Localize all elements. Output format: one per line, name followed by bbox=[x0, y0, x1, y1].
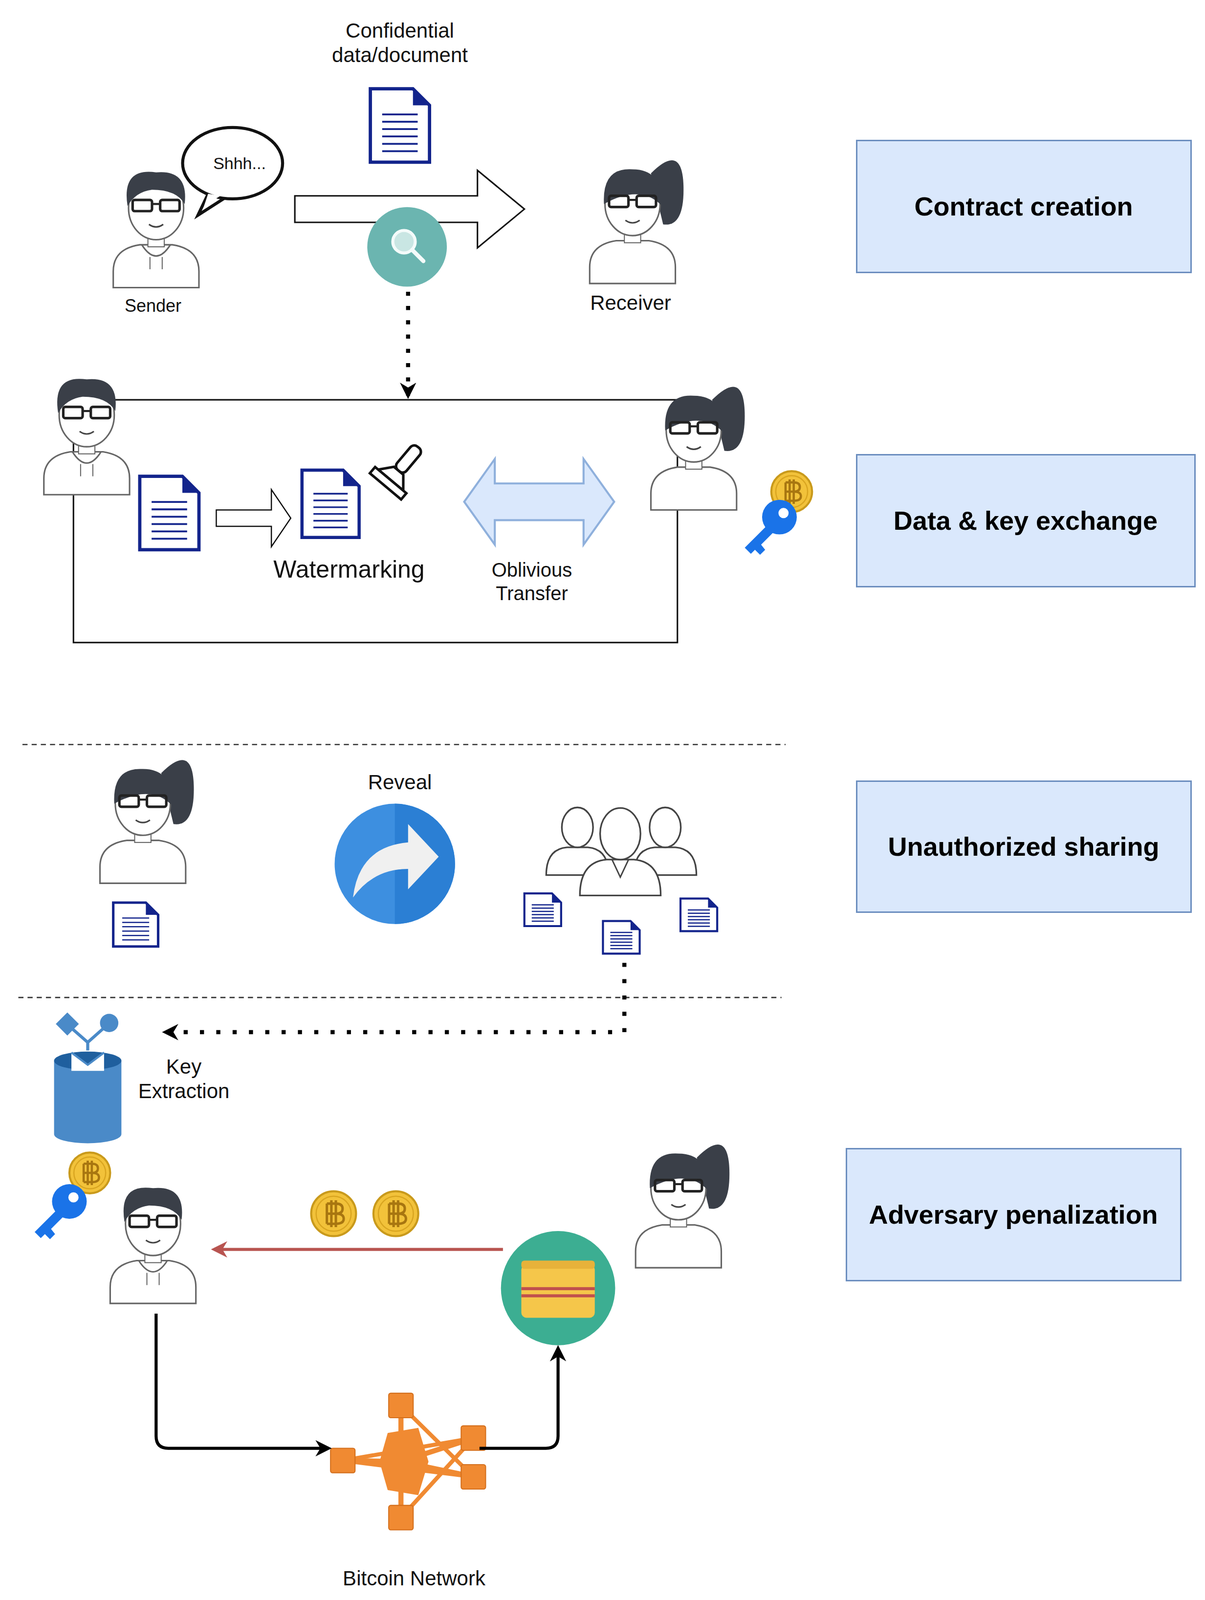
illustration-group bbox=[18, 88, 813, 1531]
sender-figure bbox=[113, 171, 199, 288]
stage-title: Adversary penalization bbox=[868, 1199, 1158, 1230]
key-icon bbox=[34, 1184, 87, 1240]
exchange-frame bbox=[73, 399, 678, 643]
sender-figure bbox=[109, 1187, 196, 1304]
step-label: Oblivious Transfer bbox=[470, 558, 593, 606]
bitcoin-coin bbox=[373, 1191, 419, 1237]
role-name: Receiver bbox=[590, 290, 672, 316]
bitcoin-coin bbox=[311, 1191, 357, 1237]
stage-box: Contract creation bbox=[855, 139, 1192, 274]
dotted-arrow bbox=[165, 963, 625, 1033]
flow-arrow bbox=[155, 1314, 329, 1449]
receiver-figure bbox=[100, 760, 195, 884]
watermark-arrow bbox=[216, 489, 291, 548]
oblivious-transfer-arrow bbox=[464, 459, 615, 545]
wallet-icon bbox=[501, 1231, 616, 1346]
document-icon bbox=[139, 476, 199, 550]
document-icon bbox=[524, 893, 562, 927]
sender-figure bbox=[43, 378, 130, 495]
document-icon bbox=[370, 88, 430, 163]
stage-title: Contract creation bbox=[914, 191, 1133, 222]
reveal-icon bbox=[334, 804, 456, 925]
separator bbox=[22, 744, 786, 745]
document-icon bbox=[680, 898, 718, 932]
document-icon bbox=[302, 470, 360, 538]
inspect-icon bbox=[367, 207, 447, 287]
speech-text: Shhh... bbox=[213, 153, 266, 174]
step-label: Key Extraction bbox=[125, 1054, 243, 1105]
payment-arrow bbox=[214, 1249, 504, 1251]
extraction-icon bbox=[54, 1012, 122, 1144]
key-icon bbox=[744, 500, 797, 556]
stage-title: Unauthorized sharing bbox=[887, 831, 1160, 862]
receiver-figure bbox=[651, 386, 745, 510]
stage-box: Adversary penalization bbox=[845, 1148, 1182, 1282]
stage-title: Data & key exchange bbox=[893, 505, 1158, 536]
caption-text: Confidential data/document bbox=[319, 18, 481, 68]
role-name: Sender bbox=[124, 295, 182, 317]
stage-box: Unauthorized sharing bbox=[855, 780, 1192, 914]
step-label: Reveal bbox=[368, 770, 433, 795]
document-icon bbox=[602, 921, 640, 955]
separator bbox=[18, 997, 782, 999]
stamp-icon bbox=[370, 434, 435, 500]
network-name: Bitcoin Network bbox=[342, 1566, 486, 1592]
stage-box: Data & key exchange bbox=[855, 454, 1196, 588]
receiver-figure bbox=[589, 160, 684, 284]
receiver-figure bbox=[635, 1144, 730, 1269]
network-icon bbox=[330, 1393, 486, 1531]
speech-bubble bbox=[182, 127, 284, 216]
group-figure bbox=[546, 807, 697, 896]
document-icon bbox=[113, 902, 159, 947]
flow-arrow bbox=[479, 1348, 559, 1449]
step-label: Watermarking bbox=[273, 554, 425, 585]
dotted-arrow bbox=[407, 291, 409, 396]
